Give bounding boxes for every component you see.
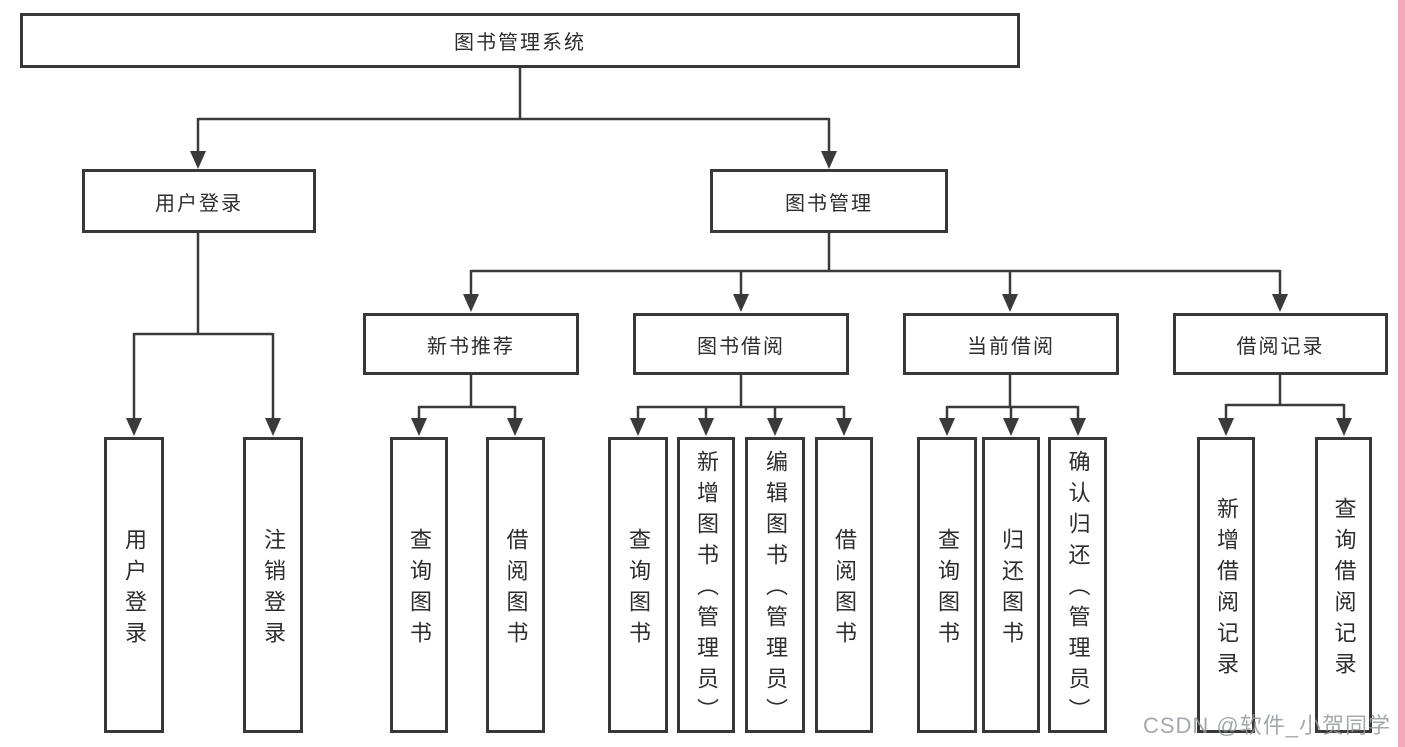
- node-label: 新书推荐: [427, 335, 515, 358]
- node-label: 查询图书: [935, 527, 960, 652]
- node-label: 新增借阅记录: [1214, 496, 1239, 683]
- leaf-query-books-recommend: 查询图书: [390, 437, 448, 733]
- node-label: 查询图书: [407, 527, 432, 652]
- node-label: 图书借阅: [697, 335, 785, 358]
- csdn-watermark: CSDN @软件_小贺同学: [1142, 713, 1391, 738]
- node-user-login: 用户登录: [82, 169, 316, 233]
- node-book-management: 图书管理: [710, 169, 948, 233]
- leaf-add-books-admin: 新增图书（管理员）: [677, 437, 735, 733]
- leaf-borrow-books: 借阅图书: [815, 437, 873, 733]
- node-label: 确认归还（管理员）: [1065, 450, 1091, 729]
- node-label: 用户登录: [155, 192, 243, 215]
- leaf-query-borrow-record: 查询借阅记录: [1315, 437, 1372, 733]
- leaf-logout: 注销登录: [243, 437, 303, 733]
- leaf-edit-books-admin: 编辑图书（管理员）: [745, 437, 805, 733]
- leaf-query-books-current: 查询图书: [917, 437, 977, 733]
- arrowhead-icons: [126, 151, 1352, 436]
- node-borrow-records: 借阅记录: [1173, 313, 1388, 375]
- node-label: 查询图书: [626, 527, 651, 652]
- node-label: 图书管理: [785, 192, 873, 215]
- node-label: 编辑图书（管理员）: [763, 450, 788, 729]
- node-label: 注销登录: [261, 527, 286, 652]
- leaf-add-borrow-record: 新增借阅记录: [1197, 437, 1255, 733]
- node-label: 借阅图书: [503, 527, 529, 652]
- node-label: 当前借阅: [967, 335, 1055, 358]
- node-current-borrow: 当前借阅: [903, 313, 1119, 375]
- node-book-borrow: 图书借阅: [633, 313, 849, 375]
- leaf-query-books-borrow: 查询图书: [608, 437, 668, 733]
- node-library-system: 图书管理系统: [20, 13, 1020, 68]
- leaf-borrow-books-recommend: 借阅图书: [486, 437, 545, 733]
- node-label: 借阅记录: [1236, 335, 1325, 358]
- node-label: 图书管理系统: [454, 32, 586, 54]
- leaf-confirm-return-admin: 确认归还（管理员）: [1048, 437, 1107, 733]
- node-label: 用户登录: [122, 527, 147, 652]
- leaf-user-login: 用户登录: [104, 437, 164, 733]
- node-label: 归还图书: [999, 527, 1024, 652]
- node-new-book-recommend: 新书推荐: [363, 313, 579, 375]
- right-accent-strip: [1398, 0, 1405, 747]
- node-label: 新增图书（管理员）: [694, 450, 719, 729]
- node-label: 查询借阅记录: [1331, 496, 1357, 683]
- node-label: 借阅图书: [832, 527, 857, 652]
- leaf-return-books: 归还图书: [982, 437, 1040, 733]
